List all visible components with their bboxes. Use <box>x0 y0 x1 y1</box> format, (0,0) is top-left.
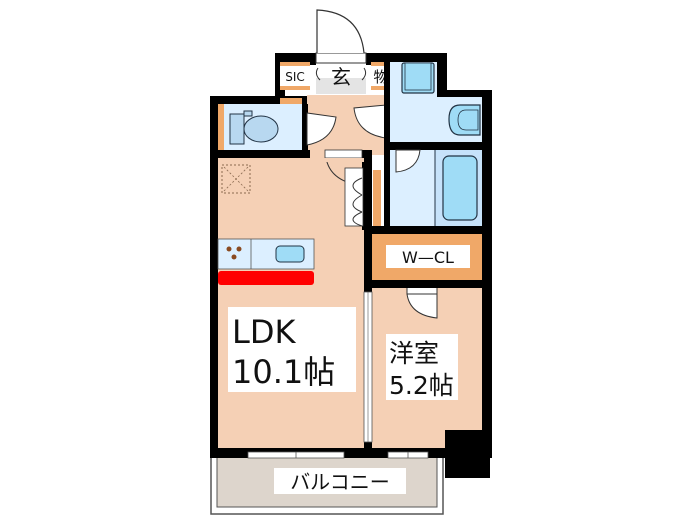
balcony-label: バルコニー <box>290 470 390 494</box>
toilet-door[interactable] <box>306 112 337 146</box>
western-window[interactable] <box>387 451 429 459</box>
ldk-floor <box>218 155 364 448</box>
sliding-partition[interactable] <box>363 291 373 443</box>
ldk-door[interactable] <box>324 149 364 227</box>
entrance-label: 玄 <box>331 65 351 89</box>
toilet-room <box>218 98 308 152</box>
ldk-window[interactable] <box>247 451 345 459</box>
kitchen <box>217 158 364 285</box>
sic-label: SIC <box>285 70 305 84</box>
wcl-label: W—CL <box>402 248 454 267</box>
entrance: 玄 <box>315 62 367 94</box>
western-size: 5.2帖 <box>389 371 454 400</box>
hallway-strip <box>373 170 381 226</box>
balcony-label-box: バルコニー <box>274 468 406 494</box>
wcl-door[interactable] <box>406 288 438 319</box>
walk-in-closet: W—CL <box>372 234 482 280</box>
shoe-closet: SIC <box>280 62 310 90</box>
ldk-name: LDK <box>232 313 296 351</box>
washroom <box>390 62 482 142</box>
western-name: 洋室 <box>389 339 439 368</box>
ldk-label-box: LDK 10.1帖 <box>228 307 356 392</box>
ldk-size: 10.1帖 <box>232 353 335 391</box>
western-label-box: 洋室 5.2帖 <box>386 334 458 400</box>
bathroom-door[interactable] <box>395 149 421 173</box>
entry-door[interactable] <box>315 9 367 64</box>
